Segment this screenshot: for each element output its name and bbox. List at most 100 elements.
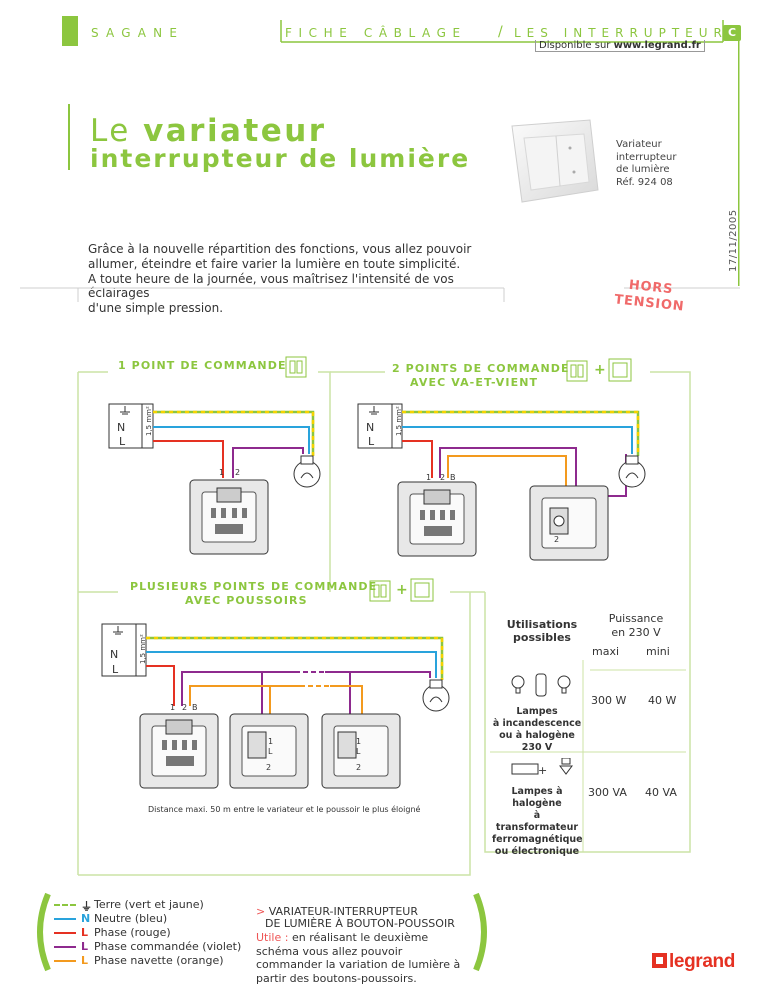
lamp-icons [511,673,571,697]
neutral-label: N [117,421,125,434]
terminal-2: 2 [182,703,187,712]
note-arrow: > [256,905,269,918]
terminal-1: 1 [219,468,224,477]
terminal-b: B [192,703,198,712]
availability-prefix: Disponible sur [539,40,614,51]
terminal-2: 2 [356,763,361,772]
table-head-line: Utilisations [506,618,578,631]
legend-text: Phase commandée (violet) [94,940,242,953]
wiring-diagram-one-point: N L 1,5 mm² 1 2 [108,403,321,555]
product-line: interrupteur [616,151,677,163]
page-title-line2: interrupteur de lumière [90,144,471,173]
terminal-1: 1 [268,737,273,746]
terminal-2: 2 [235,468,240,477]
phase-label: L [112,663,119,676]
product-line: Variateur [616,139,662,150]
section-multi-subtitle: AVEC POUSSOIRS [185,594,308,607]
fiche-subtitle: LES INTERRUPTEURS [514,26,742,40]
dimmer-icon [285,356,307,378]
logo-mark-icon [652,953,667,968]
plus-sign: + [538,764,548,777]
section-one-point-title: 1 POINT DE COMMANDE [118,359,287,372]
legend-letter: L [81,940,89,953]
title-prefix: Le [90,113,144,149]
section-label: 1,5 mm² [145,406,153,436]
phase-label: L [119,435,126,448]
row2-label: Lampes à halogène à transformateur ferro… [492,786,583,858]
table-head-power: Puissance en 230 V [588,612,684,640]
table-head-uses: Utilisations possibles [506,618,578,644]
title-bold: variateur [143,113,327,149]
note-body: Utile : en réalisant le deuxième schéma … [256,931,471,985]
terminal-2: 2 [554,535,559,544]
section-badge: C [723,25,741,41]
terminal-l: L [268,747,273,756]
legend-text: Terre (vert et jaune) [94,898,204,911]
header-separator: / [498,24,503,40]
terminal-1: 1 [426,473,431,482]
legend-text: Neutre (bleu) [94,912,168,925]
distance-note: Distance maxi. 50 m entre le variateur e… [148,805,421,814]
right-rule [738,40,740,286]
row2-min: 40 VA [645,786,677,799]
section-multi-title: PLUSIEURS POINTS DE COMMANDE [130,580,378,593]
page-title-line1: Le variateur [90,113,327,149]
row1-label: Lampes à incandescence ou à halogène 230… [492,706,582,754]
plus-sign: + [396,582,410,598]
push-button-icon [410,578,434,602]
terminal-b: B [450,473,456,482]
left-bracket [37,892,51,972]
plus-sign: + [594,362,608,378]
row2-max: 300 VA [588,786,627,799]
terminal-2: 2 [440,473,445,482]
intro-line: allumer, éteindre et faire varier la lum… [88,256,461,271]
right-bracket [473,892,487,972]
transformer-icons [511,758,573,775]
note-title-line: DE LUMIÈRE À BOUTON-POUSSOIR [265,917,455,930]
intro-text: Grâce à la nouvelle répartition des fonc… [88,242,518,316]
legend-text: Phase navette (orange) [94,954,224,967]
section-two-points-subtitle: AVEC VA-ET-VIENT [410,376,539,389]
row-label-line: ou à halogène 230 V [499,730,575,753]
wiring-diagram-two-points: N L 1,5 mm² 1 2 B 2 [357,403,646,561]
title-bar [68,104,70,170]
availability-note: Disponible sur www.legrand.fr [535,40,705,52]
corner-mark [62,16,78,46]
terminal-l: L [356,747,361,756]
legend-letter: N [81,912,91,925]
row-label-line: à incandescence [492,718,582,729]
table-head-line: possibles [513,631,571,644]
terminal-2: 2 [266,763,271,772]
table-head-line: Puissance [608,612,664,625]
legend-text: Phase (rouge) [94,926,171,939]
earth-symbol-icon: ⏚ [81,900,92,913]
product-caption: Variateur interrupteur de lumière Réf. 9… [616,139,706,189]
legend-letter: L [81,926,89,939]
product-line: de lumière [616,164,670,175]
section-two-points-title: 2 POINTS DE COMMANDE [392,362,570,375]
row-label-line: ou électronique [494,846,580,857]
row-label-line: Lampes à halogène [511,786,563,809]
terminal-1: 1 [356,737,361,746]
wiring-diagram-multi-points: N L 1,5 mm² 1 2 B 1 L 2 1 L 2 [101,623,450,789]
column-max: maxi [592,645,620,658]
phase-label: L [368,435,375,448]
terminal-1: 1 [170,703,175,712]
dimmer-icon [566,360,588,382]
note-title-line: VARIATEUR-INTERRUPTEUR [268,905,418,918]
website-link[interactable]: www.legrand.fr [613,40,701,51]
row-label-line: ferromagnétique [492,834,583,845]
legrand-logo: legrand [652,951,735,973]
section-label: 1,5 mm² [395,406,403,436]
section-label: 1,5 mm² [139,634,147,664]
table-head-line: en 230 V [611,626,661,639]
dimmer-icon [369,580,391,602]
intro-line: Grâce à la nouvelle répartition des fonc… [88,242,472,256]
note-highlight: Utile : [256,931,292,944]
note-title: > VARIATEUR-INTERRUPTEUR DE LUMIÈRE À BO… [256,906,455,930]
brand-name: SAGANE [91,26,185,40]
intro-line: d'une simple pression. [88,301,224,316]
product-image [511,119,599,203]
row1-max: 300 W [591,694,627,707]
